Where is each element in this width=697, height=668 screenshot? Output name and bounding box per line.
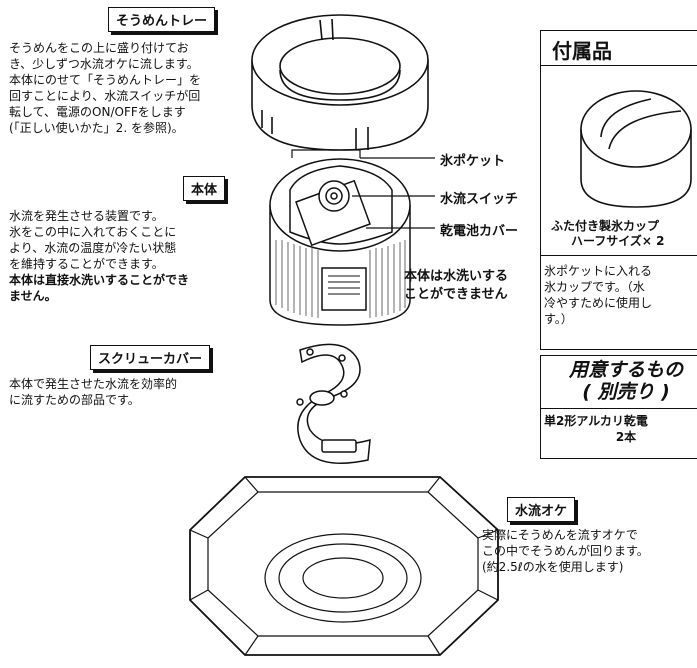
accessories-description: 氷ポケットに入れる 氷カップです。（水 冷やすために使用し す。） <box>544 263 652 327</box>
screw-line: に流すための部品です。 <box>9 393 140 407</box>
body-line: 水流を発生させる装置です。 <box>9 209 164 223</box>
accessories-header <box>541 31 697 66</box>
prepare-item-line: 単2形アルカリ乾電 <box>544 414 648 428</box>
tray-line: 回すことにより、水流スイッチが回 <box>9 89 201 103</box>
tray-line: (「正しい使いかた」2. を参照)。 <box>9 121 184 135</box>
ice-cup-illustration <box>580 90 692 208</box>
wash-note: 本体は水洗いする ことができません <box>404 268 508 304</box>
wash-note-line: ことができません <box>404 287 508 302</box>
caption-line: ふた付き製氷カップ <box>551 219 660 233</box>
screw-title: スクリューカバー <box>90 345 211 370</box>
screw-description: 本体で発生させた水流を効率的 に流すための部品です。 <box>9 376 234 408</box>
caption-line: ハーフサイズ× 2 <box>571 234 665 248</box>
body-line: より、水流の温度が冷たい状態 <box>9 241 177 255</box>
body-title: 本体 <box>183 176 226 201</box>
accessories-line: 氷ポケットに入れる <box>544 264 653 278</box>
bucket-title: 水流オケ <box>507 497 576 522</box>
accessories-panel: 付属品 ふた付き製氷カップ ハーフサイズ× 2 氷ポケットに入れる 氷カップです… <box>540 30 697 350</box>
ice-pocket-label: 氷ポケット <box>440 154 506 169</box>
prepare-title: 用意するもの ( 別売り ) <box>541 356 697 403</box>
water-switch-label: 水流スイッチ <box>440 192 519 207</box>
tray-line: き、少しずつ水流オケに流します。 <box>9 57 199 71</box>
body-warning-line: ません。 <box>9 289 57 303</box>
body-description: 水流を発生させる装置です。 氷をこの中に入れておくことに より、水流の温度が冷た… <box>9 208 234 304</box>
prepare-title-line: 用意するもの <box>568 359 683 381</box>
battery-cover-label: 乾電池カバー <box>440 224 519 239</box>
accessories-title: 付属品 <box>552 39 612 63</box>
screw-line: 本体で発生させた水流を効率的 <box>9 377 178 391</box>
prepare-title-line: ( 別売り ) <box>582 381 670 403</box>
tray-description: そうめんをこの上に盛り付けてお き、少しずつ水流オケに流します。 本体にのせて「… <box>9 40 229 136</box>
bucket-description: 実際にそうめんを流すオケで この中でそうめんが回ります。 (約2.5ℓの水を使用… <box>482 527 697 575</box>
wash-note-line: 本体は水洗いする <box>404 269 509 284</box>
tray-line: そうめんをこの上に盛り付けてお <box>9 41 189 55</box>
bucket-line: (約2.5ℓの水を使用します) <box>482 560 624 574</box>
accessories-line: 冷やすために使用し <box>544 296 653 310</box>
ice-cup-caption: ふた付き製氷カップ ハーフサイズ× 2 <box>551 219 665 249</box>
bucket-line: この中でそうめんが回ります。 <box>482 544 649 558</box>
tray-title: そうめんトレー <box>108 7 216 32</box>
prepare-panel: 用意するもの ( 別売り ) 単2形アルカリ乾電 2本 <box>540 355 697 459</box>
prepare-item-line: 2本 <box>615 430 637 444</box>
prepare-item: 単2形アルカリ乾電 2本 <box>541 413 697 445</box>
body-line: を維持することができます。 <box>9 257 164 271</box>
tray-line: 本体にのせて「そうめんトレー」を <box>9 73 202 87</box>
accessories-line: 氷カップです。（水 <box>544 280 645 294</box>
tray-line: 転して、電源のON/OFFをします <box>9 105 186 119</box>
body-warning-line: 本体は直接水洗いすることができ <box>9 273 190 287</box>
bucket-line: 実際にそうめんを流すオケで <box>482 528 638 542</box>
accessories-line: す。） <box>544 312 573 326</box>
body-line: 氷をこの中に入れておくことに <box>9 225 177 239</box>
